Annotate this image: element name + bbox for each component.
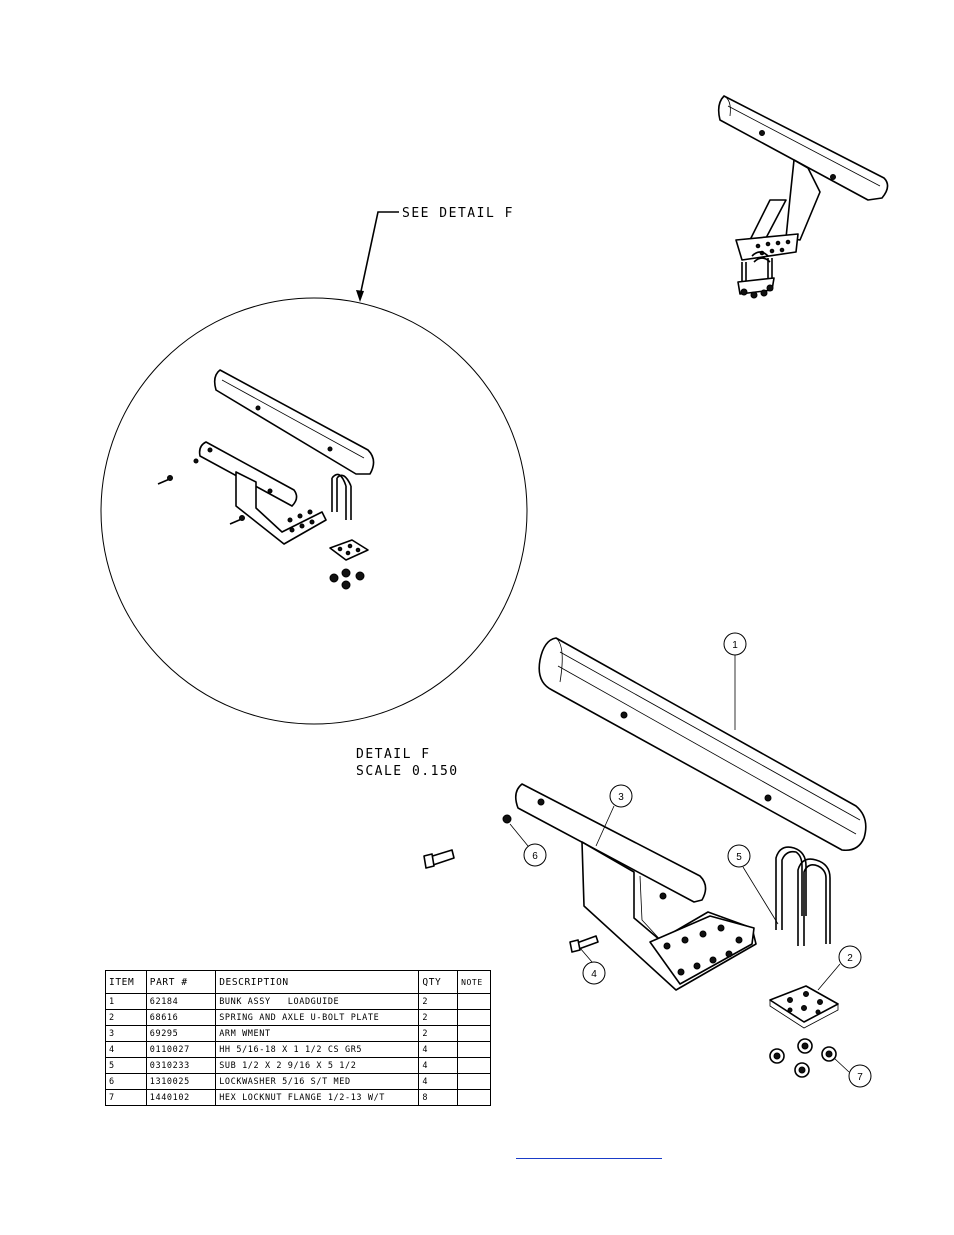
bom-part: 68616 xyxy=(145,1009,217,1026)
arm-strap xyxy=(514,783,707,903)
bom-part: 1440102 xyxy=(145,1089,217,1106)
svg-text:2: 2 xyxy=(847,953,853,964)
balloon-6: 6 xyxy=(509,823,547,867)
bom-part: 0110027 xyxy=(145,1041,217,1058)
bom-row: 4 0110027 HH 5/16-18 X 1 1/2 CS GR5 4 xyxy=(105,1041,491,1058)
see-detail-callout: SEE DETAIL F xyxy=(356,206,514,302)
detail-title: DETAIL F xyxy=(356,747,431,762)
svg-text:7: 7 xyxy=(857,1072,863,1083)
bom-description: SUB 1/2 X 2 9/16 X 5 1/2 xyxy=(215,1057,420,1074)
bom-header-item: ITEM xyxy=(105,970,147,994)
bill-of-materials-table: ITEM PART # DESCRIPTION QTY NOTE 1 62184… xyxy=(105,970,491,1106)
bom-row: 7 1440102 HEX LOCKNUT FLANGE 1/2-13 W/T … xyxy=(105,1089,491,1106)
bom-description: BUNK ASSY LOADGUIDE xyxy=(215,993,420,1010)
link-underline[interactable] xyxy=(516,1158,662,1159)
bom-note xyxy=(457,1009,491,1026)
exploded-view xyxy=(423,637,867,1078)
detail-circle xyxy=(100,297,528,725)
locknuts xyxy=(769,1038,837,1078)
bom-row: 6 1310025 LOCKWASHER 5/16 S/T MED 4 xyxy=(105,1073,491,1090)
bom-item: 2 xyxy=(105,1009,147,1026)
balloon-3: 3 xyxy=(595,784,633,847)
bom-item: 3 xyxy=(105,1025,147,1042)
bom-row: 3 69295 ARM WMENT 2 xyxy=(105,1025,491,1042)
detail-caption: DETAIL F SCALE 0.150 xyxy=(356,747,459,779)
bom-note xyxy=(457,993,491,1010)
svg-text:1: 1 xyxy=(732,640,738,651)
hex-bolt-lower xyxy=(569,935,599,953)
bom-header-row: ITEM PART # DESCRIPTION QTY NOTE xyxy=(105,970,491,994)
balloon-7: 7 xyxy=(833,1057,872,1088)
bom-item: 4 xyxy=(105,1041,147,1058)
balloon-4: 4 xyxy=(579,947,606,985)
bom-header-qty: QTY xyxy=(418,970,459,994)
bom-qty: 8 xyxy=(418,1089,459,1106)
balloon-2: 2 xyxy=(817,945,862,991)
svg-text:6: 6 xyxy=(532,851,538,862)
assembled-view xyxy=(717,95,889,299)
bom-qty: 4 xyxy=(418,1073,459,1090)
bom-part: 0310233 xyxy=(145,1057,217,1074)
see-detail-label: SEE DETAIL F xyxy=(402,206,514,221)
bom-note xyxy=(457,1073,491,1090)
bom-item: 7 xyxy=(105,1089,147,1106)
u-bolt-plate xyxy=(769,985,839,1023)
bom-item: 6 xyxy=(105,1073,147,1090)
bom-description: LOCKWASHER 5/16 S/T MED xyxy=(215,1073,420,1090)
balloon-5: 5 xyxy=(727,844,779,925)
bom-part: 62184 xyxy=(145,993,217,1010)
bom-description: HEX LOCKNUT FLANGE 1/2-13 W/T xyxy=(215,1089,420,1106)
balloon-1: 1 xyxy=(723,632,747,730)
hex-bolt-upper xyxy=(423,849,455,869)
bom-item: 5 xyxy=(105,1057,147,1074)
bom-row: 5 0310233 SUB 1/2 X 2 9/16 X 5 1/2 4 xyxy=(105,1057,491,1074)
bom-part: 1310025 xyxy=(145,1073,217,1090)
bom-description: HH 5/16-18 X 1 1/2 CS GR5 xyxy=(215,1041,420,1058)
bom-row: 1 62184 BUNK ASSY LOADGUIDE 2 xyxy=(105,993,491,1010)
bom-header-note: NOTE xyxy=(457,970,491,994)
bom-qty: 2 xyxy=(418,1025,459,1042)
bunk-beam xyxy=(538,637,867,852)
bom-qty: 4 xyxy=(418,1057,459,1074)
u-bolt-b xyxy=(797,858,831,946)
bom-description: SPRING AND AXLE U-BOLT PLATE xyxy=(215,1009,420,1026)
bom-note xyxy=(457,1025,491,1042)
bom-note xyxy=(457,1089,491,1106)
detail-scale: SCALE 0.150 xyxy=(356,764,459,779)
svg-text:5: 5 xyxy=(736,852,742,863)
bom-note xyxy=(457,1041,491,1058)
bom-header-part: PART # xyxy=(145,970,217,994)
bom-row: 2 68616 SPRING AND AXLE U-BOLT PLATE 2 xyxy=(105,1009,491,1026)
lockwasher xyxy=(502,814,512,824)
bom-note xyxy=(457,1057,491,1074)
bom-header-description: DESCRIPTION xyxy=(215,970,420,994)
bom-qty: 4 xyxy=(418,1041,459,1058)
bom-description: ARM WMENT xyxy=(215,1025,420,1042)
svg-text:4: 4 xyxy=(591,969,597,980)
bom-qty: 2 xyxy=(418,1009,459,1026)
bom-part: 69295 xyxy=(145,1025,217,1042)
bom-item: 1 xyxy=(105,993,147,1010)
bom-qty: 2 xyxy=(418,993,459,1010)
svg-text:3: 3 xyxy=(618,792,624,803)
